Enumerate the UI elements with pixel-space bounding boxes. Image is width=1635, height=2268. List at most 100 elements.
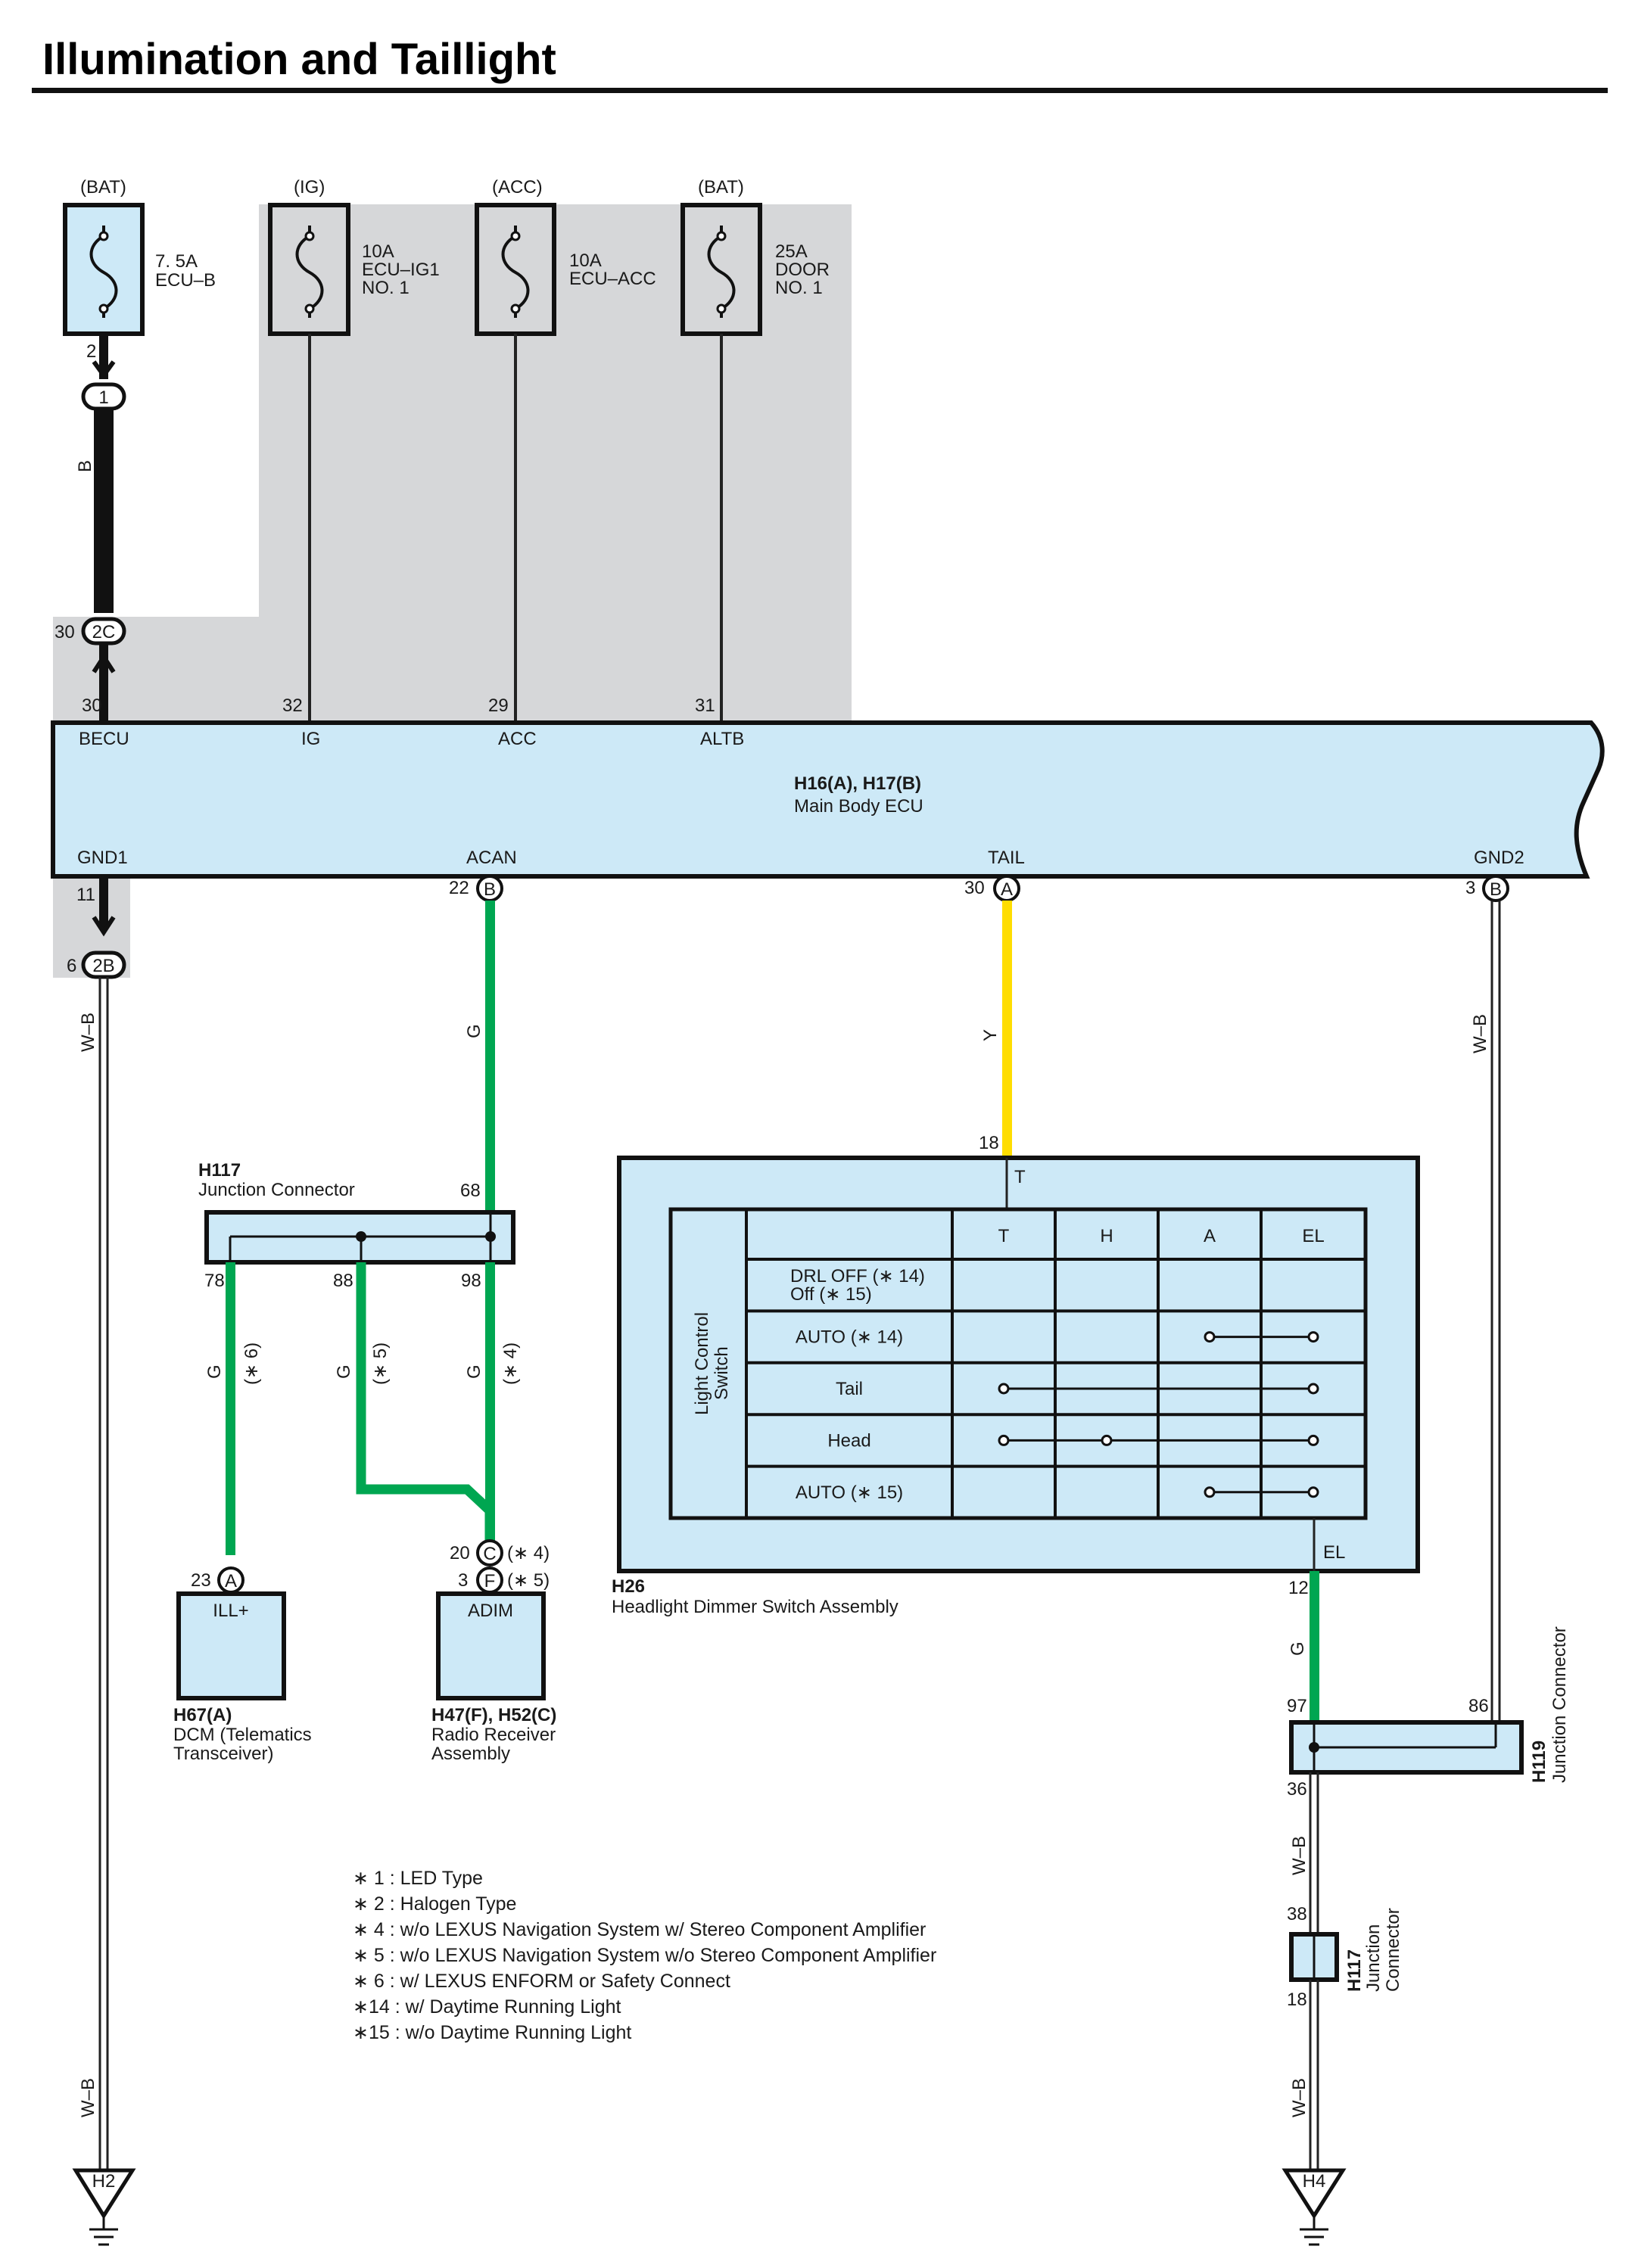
- fuse-icon: [707, 226, 736, 318]
- switch-row-label: Tail: [836, 1379, 863, 1399]
- pin-label: 78: [204, 1271, 225, 1291]
- switch-contact-dot: [1101, 1434, 1113, 1446]
- fuse-source: (IG): [294, 177, 325, 198]
- fuse-icon: [295, 226, 324, 318]
- footnotes: ∗ 1 : LED Type ∗ 2 : Halogen Type ∗ 4 : …: [353, 1868, 936, 2043]
- fuse-source: (BAT): [80, 177, 126, 198]
- connector-letter: A: [1001, 879, 1013, 900]
- pin-label: 18: [1287, 1990, 1307, 2010]
- terminal-label: ILL+: [213, 1601, 248, 1621]
- connector-letter: C: [483, 1544, 496, 1564]
- terminal-label: ADIM: [468, 1601, 513, 1621]
- switch-row-label: Head: [827, 1430, 870, 1451]
- ecu-code: H16(A), H17(B): [794, 773, 921, 794]
- pin-label: 18: [979, 1133, 999, 1153]
- branch-note: (∗ 4): [500, 1342, 521, 1385]
- el-wire: 12 G 97: [1287, 1571, 1319, 1722]
- connector-letter: B: [1490, 879, 1502, 900]
- switch-contact-dot: [998, 1383, 1010, 1395]
- h119-junction-connector: H119 Junction Connector 36: [1287, 1626, 1570, 1800]
- fuse-rating: 7. 5A: [155, 251, 198, 272]
- tail-wire: 30 A Y 18: [964, 875, 1020, 1158]
- footnote: ∗ 5 : w/o LEXUS Navigation System w/o St…: [353, 1945, 936, 1966]
- wire-color-label: Y: [980, 1029, 1001, 1041]
- component-name: Junction Connector: [198, 1180, 355, 1200]
- footnote: ∗ 1 : LED Type: [353, 1868, 483, 1889]
- fuse-icon: [89, 226, 118, 318]
- wire-color-label: B: [75, 460, 95, 472]
- ground-h2-icon: H2: [72, 2168, 136, 2246]
- wire-color-label: W–B: [1289, 2078, 1310, 2117]
- branch-note: (∗ 5): [370, 1342, 391, 1385]
- component-name: Transceiver): [173, 1744, 273, 1764]
- fuse-name: NO. 1: [775, 278, 823, 298]
- fuse-ecu-b: (BAT) 7. 5A ECU–B: [63, 177, 216, 336]
- pin-label: 68: [460, 1181, 481, 1201]
- wire-color-label: G: [464, 1024, 484, 1038]
- splice-label: 1: [98, 387, 108, 408]
- page-title: Illumination and Taillight: [42, 35, 556, 84]
- gnd2-wire: 3 B W–B 86: [1465, 875, 1509, 1722]
- wire-color-label: G: [1288, 1641, 1308, 1656]
- ecu-pin: 11: [76, 885, 95, 905]
- switch-column-header: A: [1204, 1226, 1216, 1246]
- fuse-pin: 2: [86, 341, 96, 362]
- fuse-rating: 10A: [569, 250, 602, 271]
- switch-column-header: EL: [1302, 1226, 1324, 1246]
- main-body-ecu: 30 BECU 32 IG 29 ACC 31 ALTB H16(A), H17…: [51, 695, 1605, 879]
- wire-color-label: W–B: [78, 1013, 98, 1052]
- branch-note: (∗ 6): [241, 1342, 262, 1385]
- ecu-name: Main Body ECU: [794, 796, 923, 817]
- footnote: ∗14 : w/ Daytime Running Light: [353, 1996, 621, 2018]
- fuse-name: ECU–ACC: [569, 269, 656, 289]
- fuse-name: ECU–B: [155, 270, 216, 291]
- h117-branch-wires: G (∗ 6) G (∗ 5) G (∗ 4): [204, 1262, 521, 1555]
- switch-contact-dot: [1307, 1383, 1319, 1395]
- switch-contact-dot: [1307, 1331, 1319, 1343]
- wire-color-label: G: [464, 1364, 484, 1379]
- wire-color-label: W–B: [78, 2078, 98, 2117]
- acan-wire: 22 B G: [449, 875, 503, 1212]
- component-name: Junction Connector: [1549, 1626, 1570, 1783]
- ecu-terminal: ALTB: [700, 729, 744, 749]
- h117-junction-connector: H117 Junction Connector 68 78 88 98: [198, 1160, 515, 1291]
- ground-label: H2: [92, 2171, 116, 2192]
- becu-feed-wire: 2 1 B 2C 30: [54, 334, 126, 723]
- pin-label: 97: [1287, 1696, 1307, 1716]
- ground-h4-icon: H4: [1282, 2168, 1347, 2246]
- component-code: H119: [1529, 1741, 1549, 1783]
- ground-label: H4: [1303, 2171, 1326, 2192]
- switch-label: Switch: [712, 1346, 732, 1400]
- switch-row-label: AUTO (∗ 14): [796, 1327, 903, 1348]
- switch-contact-dot: [1307, 1486, 1319, 1498]
- footnote: ∗ 4 : w/o LEXUS Navigation System w/ Ste…: [353, 1919, 926, 1940]
- component-code: H47(F), H52(C): [431, 1705, 556, 1725]
- fuse-rating: 25A: [775, 241, 808, 262]
- lower-ground-wire: W–B 38 H117 Junction Connector 18 W–B: [1287, 1772, 1403, 2172]
- connector-letter: B: [484, 879, 496, 900]
- fuse-ecu-ig1: (IG) 10A ECU–IG1 NO. 1: [268, 177, 440, 336]
- wire-color-label: W–B: [1289, 1836, 1310, 1875]
- switch-row-label: Off (∗ 15): [790, 1284, 872, 1305]
- pin-note: (∗ 4): [507, 1543, 550, 1563]
- switch-contact-dot: [1204, 1486, 1216, 1498]
- component-code: H117: [198, 1160, 241, 1181]
- splice-pin: 30: [54, 622, 75, 642]
- junction-block-shading: [53, 204, 852, 723]
- pin-label: 20: [450, 1543, 470, 1563]
- h67-dcm: 23 A ILL+ H67(A) DCM (Telematics Transce…: [173, 1566, 312, 1764]
- component-name: Headlight Dimmer Switch Assembly: [612, 1597, 898, 1617]
- fuse-name: NO. 1: [362, 278, 410, 298]
- ecu-terminal: GND1: [77, 848, 128, 868]
- footnote: ∗ 6 : w/ LEXUS ENFORM or Safety Connect: [353, 1971, 730, 1992]
- pin-label: 36: [1287, 1779, 1307, 1800]
- connector-letter: F: [484, 1571, 496, 1591]
- wire-color-label: G: [204, 1364, 225, 1379]
- component-name: Radio Receiver: [431, 1725, 556, 1745]
- pin-label: 3: [458, 1570, 468, 1591]
- component-name: Assembly: [431, 1744, 510, 1764]
- pin-label: 12: [1288, 1578, 1309, 1598]
- fuse-source: (ACC): [492, 177, 543, 198]
